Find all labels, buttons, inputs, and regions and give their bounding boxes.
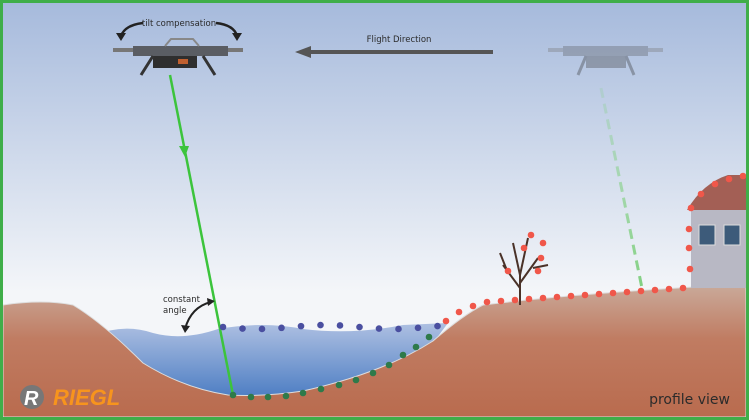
terrain-point xyxy=(637,287,645,295)
water-bottom-point xyxy=(282,392,290,400)
water-surface-point xyxy=(356,323,363,331)
terrain-point xyxy=(537,254,545,262)
drone-ghost-icon xyxy=(548,46,663,76)
svg-text:R: R xyxy=(24,388,39,410)
drone-icon xyxy=(113,38,243,76)
water-bottom-point xyxy=(385,361,393,369)
water-bottom-point xyxy=(247,393,255,401)
water-bottom-point xyxy=(425,333,433,341)
terrain-point xyxy=(725,175,733,183)
water-surface-point xyxy=(297,322,305,330)
terrain-point xyxy=(527,231,535,239)
terrain-point xyxy=(534,267,542,275)
laser-beam xyxy=(168,74,235,396)
terrain-point xyxy=(697,190,705,198)
terrain-point xyxy=(497,297,505,305)
terrain-point xyxy=(511,296,519,304)
terrain-point xyxy=(651,286,659,294)
water-body xyxy=(93,323,448,396)
terrain-point xyxy=(455,308,463,316)
constant-angle-label: constant xyxy=(163,295,201,305)
terrain-point xyxy=(687,204,695,212)
svg-text:RIEGL: RIEGL xyxy=(53,385,120,410)
terrain-point xyxy=(595,290,603,298)
water-surface-point xyxy=(395,325,402,333)
riegl-logo: R RIEGL xyxy=(20,385,120,410)
terrain-point xyxy=(567,292,575,300)
water-surface-point xyxy=(336,322,344,329)
terrain-point xyxy=(609,289,617,297)
water-bottom-point xyxy=(352,376,360,384)
house xyxy=(687,175,746,288)
water-surface-point xyxy=(375,325,383,332)
constant-angle-label-2: angle xyxy=(163,306,187,316)
terrain-point xyxy=(469,302,477,310)
terrain-point xyxy=(553,293,561,301)
water-surface-point xyxy=(414,324,422,332)
water-bottom-point xyxy=(412,343,420,351)
terrain-point xyxy=(581,291,589,299)
terrain-point xyxy=(525,295,533,303)
water-bottom-point xyxy=(399,351,407,359)
terrain-point xyxy=(504,267,512,275)
water-bottom-point xyxy=(317,385,325,393)
water-surface-point xyxy=(258,325,266,333)
water-surface-point xyxy=(219,323,227,331)
water-bottom-point xyxy=(369,369,377,377)
tilt-compensation-label: tilt compensation xyxy=(142,19,216,29)
terrain-point xyxy=(685,244,693,252)
laser-beam-future xyxy=(599,87,645,294)
terrain-point xyxy=(539,239,547,247)
water-surface-point xyxy=(317,321,324,329)
terrain-point xyxy=(665,285,673,293)
water-surface-point xyxy=(278,324,285,332)
water-bottom-point xyxy=(299,389,307,397)
terrain-point xyxy=(442,317,450,325)
terrain-point xyxy=(623,288,631,296)
water-surface-point xyxy=(239,325,246,332)
water-bottom-point xyxy=(335,381,343,389)
water-bottom-point xyxy=(264,393,272,401)
terrain-point xyxy=(679,284,687,292)
terrain-point xyxy=(539,294,547,302)
tree xyxy=(499,237,549,305)
terrain-point xyxy=(686,265,694,273)
terrain-point xyxy=(520,244,528,252)
profile-diagram: tilt compensation Flight Direction const… xyxy=(3,3,746,417)
terrain-point xyxy=(483,298,491,306)
water-bottom-point xyxy=(229,391,237,399)
terrain-point xyxy=(685,225,693,233)
terrain-point xyxy=(711,180,719,188)
flight-direction-label: Flight Direction xyxy=(367,35,432,45)
laser-beam-arrow-icon xyxy=(179,146,189,157)
profile-view-label: profile view xyxy=(649,392,730,408)
terrain-point xyxy=(739,172,746,180)
water-surface-point xyxy=(434,322,441,330)
